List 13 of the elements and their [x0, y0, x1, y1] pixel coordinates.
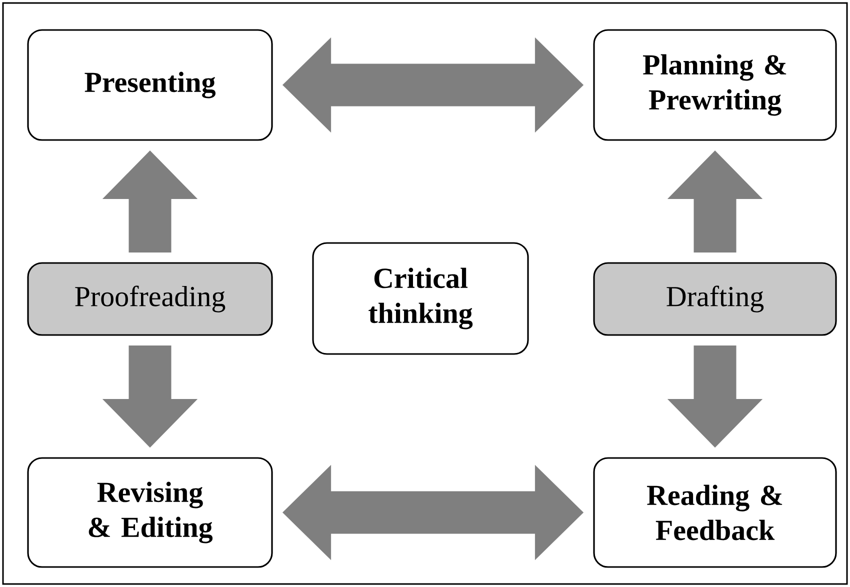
process-box: Presenting — [27, 29, 273, 141]
process-box: Critical thinking — [312, 242, 529, 355]
block-arrow — [668, 150, 762, 252]
process-box: Revising & Editing — [27, 457, 273, 568]
block-arrow — [102, 150, 198, 252]
process-box: Reading & Feedback — [593, 457, 837, 568]
step-box: Drafting — [593, 262, 837, 336]
block-arrow — [102, 346, 198, 448]
process-box: Planning & Prewriting — [593, 29, 837, 141]
block-arrow — [282, 465, 584, 560]
block-arrow — [282, 38, 584, 132]
block-arrow — [668, 346, 762, 448]
step-box: Proofreading — [27, 262, 273, 336]
